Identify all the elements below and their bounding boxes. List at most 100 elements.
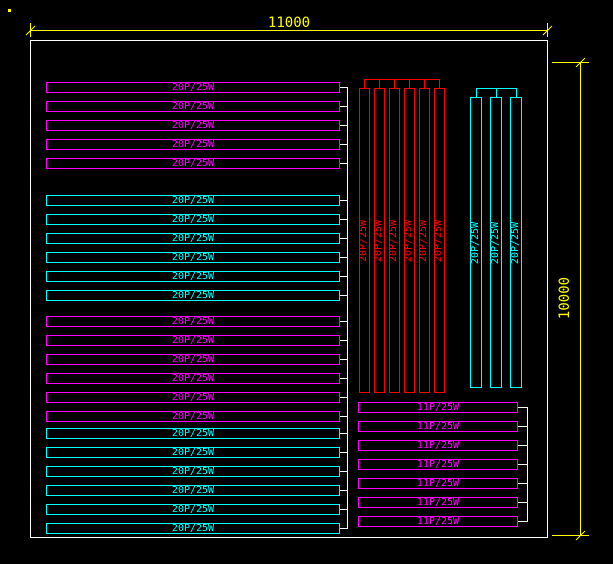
rack-label: 20P/25W [171, 270, 215, 282]
rack-bar: 20P/25W [46, 233, 340, 244]
top-dimension-label: 11000 [268, 15, 310, 31]
connector-line [518, 502, 527, 503]
rack-label: 20P/25W [171, 334, 215, 346]
rack-bar: 20P/25W [46, 120, 340, 131]
rack-label: 11P/25W [416, 496, 460, 508]
rack-label: 20P/25W [171, 503, 215, 515]
rack-bar: 20P/25W [470, 97, 482, 388]
rack-bar: 20P/25W [510, 97, 522, 388]
rack-bar: 11P/25W [358, 402, 518, 413]
connector-line [340, 433, 347, 434]
rack-label: 20P/25W [358, 219, 370, 262]
rack-label: 11P/25W [416, 439, 460, 451]
rack-bar: 20P/25W [46, 316, 340, 327]
rack-label: 20P/25W [171, 465, 215, 477]
rack-bar: 20P/25W [46, 392, 340, 403]
connector-line [518, 407, 527, 408]
rack-label: 20P/25W [171, 484, 215, 496]
connector-line [340, 144, 347, 145]
rack-label: 20P/25W [171, 289, 215, 301]
dimension-tick [25, 25, 36, 36]
connector-line [340, 416, 347, 417]
connector-line [340, 528, 347, 529]
left-trunk-line [347, 87, 348, 529]
connector-line [340, 509, 347, 510]
rack-label: 11P/25W [416, 458, 460, 470]
right-trunk-line [527, 407, 528, 522]
rack-bar: 20P/25W [46, 195, 340, 206]
connector-line [340, 125, 347, 126]
rack-bar: 20P/25W [46, 354, 340, 365]
rack-label: 20P/25W [171, 427, 215, 439]
rack-bar: 20P/25W [419, 88, 430, 393]
rack-label: 20P/25W [403, 219, 415, 262]
rack-bar: 20P/25W [46, 252, 340, 263]
connector-line [518, 483, 527, 484]
rack-bar: 20P/25W [46, 139, 340, 150]
rack-bar: 20P/25W [46, 447, 340, 458]
top-dimension: 11000 [25, 15, 553, 37]
rack-label: 20P/25W [433, 219, 445, 262]
rack-bar: 20P/25W [46, 101, 340, 112]
rack-label: 20P/25W [388, 219, 400, 262]
connector-line [518, 464, 527, 465]
connector-line [379, 79, 380, 88]
rack-label: 20P/25W [171, 410, 215, 422]
connector-line [340, 452, 347, 453]
connector-line [340, 397, 347, 398]
rack-bar: 20P/25W [46, 373, 340, 384]
rack-label: 20P/25W [373, 219, 385, 262]
rack-label: 11P/25W [416, 401, 460, 413]
rack-bar: 20P/25W [46, 158, 340, 169]
rack-bar: 20P/25W [46, 504, 340, 515]
rack-bar: 11P/25W [358, 516, 518, 527]
rack-bar: 20P/25W [490, 97, 502, 388]
right-dimension-label: 10000 [557, 277, 573, 319]
rack-bar: 11P/25W [358, 497, 518, 508]
connector-line [340, 490, 347, 491]
connector-line [409, 79, 410, 88]
blip-mark [8, 9, 11, 12]
connector-line [518, 445, 527, 446]
rack-bar: 20P/25W [46, 335, 340, 346]
connector-line [340, 378, 347, 379]
rack-bar: 20P/25W [404, 88, 415, 393]
rack-bar: 20P/25W [46, 82, 340, 93]
rack-label: 20P/25W [470, 221, 481, 264]
rack-bar: 20P/25W [46, 485, 340, 496]
rack-label: 20P/25W [171, 194, 215, 206]
rack-bar: 20P/25W [46, 271, 340, 282]
connector-line [340, 106, 347, 107]
rack-label: 20P/25W [171, 119, 215, 131]
rack-bar: 20P/25W [389, 88, 400, 393]
rack-label: 11P/25W [416, 477, 460, 489]
rack-bar: 20P/25W [46, 411, 340, 422]
rack-label: 11P/25W [416, 515, 460, 527]
rack-label: 20P/25W [171, 353, 215, 365]
dimension-tick [542, 25, 553, 36]
rack-bar: 11P/25W [358, 459, 518, 470]
connector-line [439, 79, 440, 88]
outer-border [30, 40, 548, 538]
rack-label: 20P/25W [171, 372, 215, 384]
rack-label: 11P/25W [416, 420, 460, 432]
connector-line [340, 471, 347, 472]
rack-label: 20P/25W [171, 157, 215, 169]
connector-line [340, 238, 347, 239]
rack-label: 20P/25W [171, 522, 215, 534]
connector-line [340, 200, 347, 201]
connector-line [340, 359, 347, 360]
connector-line [496, 88, 497, 97]
dimension-tick [575, 530, 586, 541]
rack-bar: 11P/25W [358, 478, 518, 489]
rack-label: 20P/25W [490, 221, 501, 264]
rack-label: 20P/25W [510, 221, 521, 264]
dimension-tick [575, 57, 586, 68]
connector-line [518, 426, 527, 427]
connector-line [340, 219, 347, 220]
rack-bar: 20P/25W [46, 466, 340, 477]
connector-line [340, 257, 347, 258]
